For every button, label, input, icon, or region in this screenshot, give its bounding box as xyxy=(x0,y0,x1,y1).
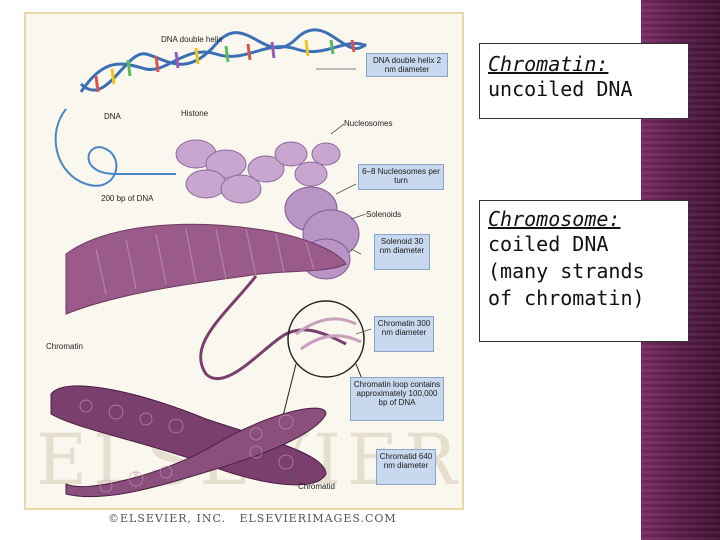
label-chromatid: Chromatid xyxy=(298,482,335,491)
callout-chromatin-term: Chromatin: xyxy=(488,52,609,76)
callout-chromosome-term: Chromosome: xyxy=(488,207,621,231)
label-dna-double-helix: DNA double helix xyxy=(161,35,223,44)
box-nucleosomes-per-turn: 6–8 Nucleosomes per turn xyxy=(358,164,444,190)
label-bp-of-dna: 200 bp of DNA xyxy=(101,194,154,203)
nucleosome-cluster xyxy=(175,139,341,204)
box-chromatid-diameter: Chromatid 640 nm diameter xyxy=(376,449,436,485)
box-chromatin-diameter: Chromatin 300 nm diameter xyxy=(374,316,434,352)
chromosome-x xyxy=(50,385,327,498)
callout-chromosome-desc: coiled DNA (many strands of chromatin) xyxy=(488,232,645,310)
magnifier-circle xyxy=(287,300,365,378)
label-nucleosomes: Nucleosomes xyxy=(344,119,393,128)
callout-chromosome: Chromosome: coiled DNA (many strands of … xyxy=(479,200,689,342)
label-solenoids: Solenoids xyxy=(366,210,402,219)
chromatin-loop xyxy=(199,275,347,381)
chromosome-structure-figure: ELSEVIER xyxy=(24,12,464,510)
callout-chromatin-desc: uncoiled DNA xyxy=(488,77,633,101)
label-dna: DNA xyxy=(104,112,121,121)
box-helix-diameter: DNA double helix 2 nm diameter xyxy=(366,53,448,77)
dna-double-helix xyxy=(79,28,368,93)
chromatin-fiber xyxy=(65,223,347,315)
label-chromatin: Chromatin xyxy=(46,342,83,351)
label-histone: Histone xyxy=(181,109,209,118)
box-solenoid-diameter: Solenoid 30 nm diameter xyxy=(374,234,430,270)
copyright-line: ©ELSEVIER, INC. ELSEVIERIMAGES.COM xyxy=(108,512,397,525)
box-chromatin-loop: Chromatin loop contains approximately 10… xyxy=(350,377,444,421)
dna-strand xyxy=(54,108,176,187)
callout-chromatin: Chromatin: uncoiled DNA xyxy=(479,43,689,119)
